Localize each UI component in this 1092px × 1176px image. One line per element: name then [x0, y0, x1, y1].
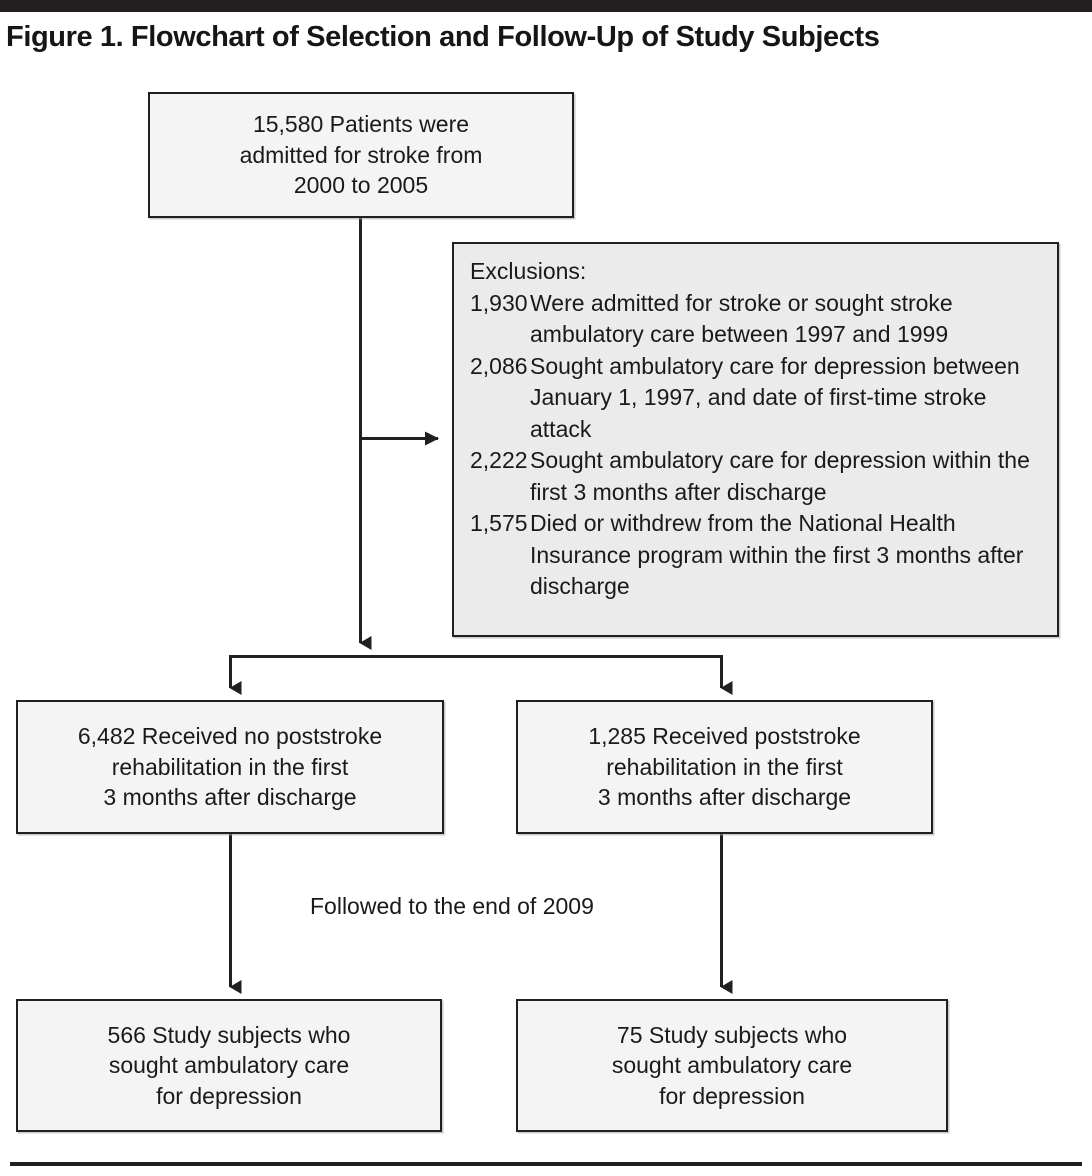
exclusions-heading: Exclusions: [470, 258, 587, 284]
node-no-poststroke-rehabilitation: 6,482 Received no poststroke rehabilitat… [16, 700, 444, 834]
node-outcome-rehab: 75 Study subjects who sought ambulatory … [516, 999, 948, 1132]
exclusion-item-text: Were admitted for stroke or sought strok… [530, 289, 953, 348]
exclusion-item-text: Died or withdrew from the National Healt… [530, 510, 1024, 599]
node-admitted-patients-label: 15,580 Patients were admitted for stroke… [239, 111, 483, 199]
node-outcome-no-rehab: 566 Study subjects who sought ambulatory… [16, 999, 442, 1132]
node-admitted-patients: 15,580 Patients were admitted for stroke… [148, 92, 574, 218]
exclusion-item-count: 2,086 [470, 352, 528, 379]
bottom-rule-divider [10, 1162, 1082, 1166]
node-outcome-rehab-label: 75 Study subjects who sought ambulatory … [611, 1021, 853, 1109]
exclusion-item-count: 2,222 [470, 447, 528, 473]
exclusion-item-text: Sought ambulatory care for depression be… [530, 352, 1020, 442]
figure-title: Figure 1. Flowchart of Selection and Fol… [6, 21, 880, 53]
node-received-poststroke-rehabilitation: 1,285 Received poststroke rehabilitation… [516, 700, 933, 834]
node-received-poststroke-rehabilitation-label: 1,285 Received poststroke rehabilitation… [588, 723, 861, 811]
connector-split-bar [229, 655, 733, 695]
exclusion-item-text: Sought ambulatory care for depression wi… [530, 447, 1030, 505]
node-no-poststroke-rehabilitation-label: 6,482 Received no poststroke rehabilitat… [77, 723, 383, 811]
top-rule-divider [0, 0, 1092, 12]
exclusion-item-count: 1,575 [470, 510, 528, 536]
exclusion-item-count: 1,930 [470, 289, 528, 316]
node-outcome-no-rehab-label: 566 Study subjects who sought ambulatory… [107, 1021, 351, 1109]
followed-to-end-of-2009-label: Followed to the end of 2009 [310, 893, 594, 919]
